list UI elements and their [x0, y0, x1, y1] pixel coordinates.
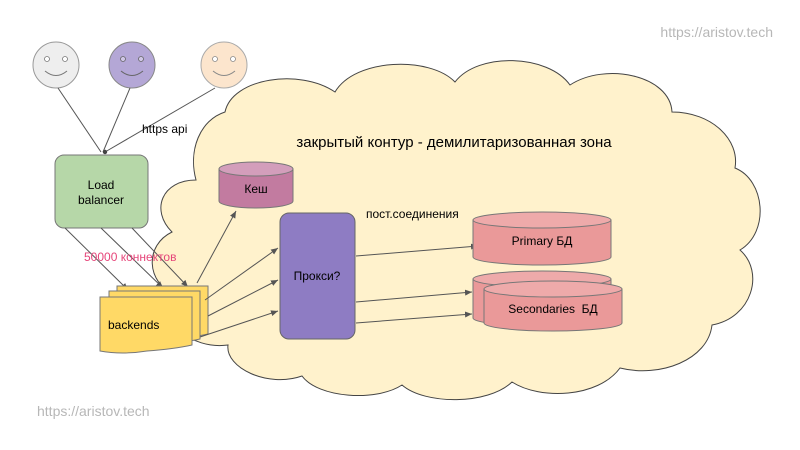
backends-label: backends [108, 318, 159, 332]
backends-stack [99, 285, 209, 354]
user-face-gray [32, 41, 80, 89]
cache-label: Кеш [244, 182, 267, 196]
user-connectors [57, 87, 216, 155]
https-api-label: https api [142, 122, 187, 136]
load-balancer-label-line1: Load [88, 178, 115, 192]
zone-title: закрытый контур - демилитаризованная зон… [296, 134, 612, 151]
proxy-box [279, 212, 356, 340]
backend-connectors [196, 210, 279, 338]
watermark-top: https://aristov.tech [660, 24, 773, 40]
proxy-label: Прокси? [294, 269, 341, 283]
persistent-connections-label: пост.соединения [366, 207, 459, 221]
primary-db-cylinder [472, 211, 612, 266]
proxy-connectors [355, 243, 479, 324]
dmz-cloud [151, 60, 761, 401]
connections-label: 50000 коннектов [84, 250, 176, 264]
watermark-bottom: https://aristov.tech [37, 403, 150, 419]
primary-db-label: Primary БД [512, 234, 573, 248]
secondary-db-label: Secondaries БД [508, 302, 597, 316]
load-balancer-label-line2: balancer [78, 193, 124, 207]
cache-cylinder [218, 161, 294, 209]
lb-to-backends-lines [64, 227, 189, 291]
user-face-peach [200, 41, 248, 89]
user-face-purple [108, 41, 156, 89]
secondary-db-cylinder-front [483, 280, 623, 332]
